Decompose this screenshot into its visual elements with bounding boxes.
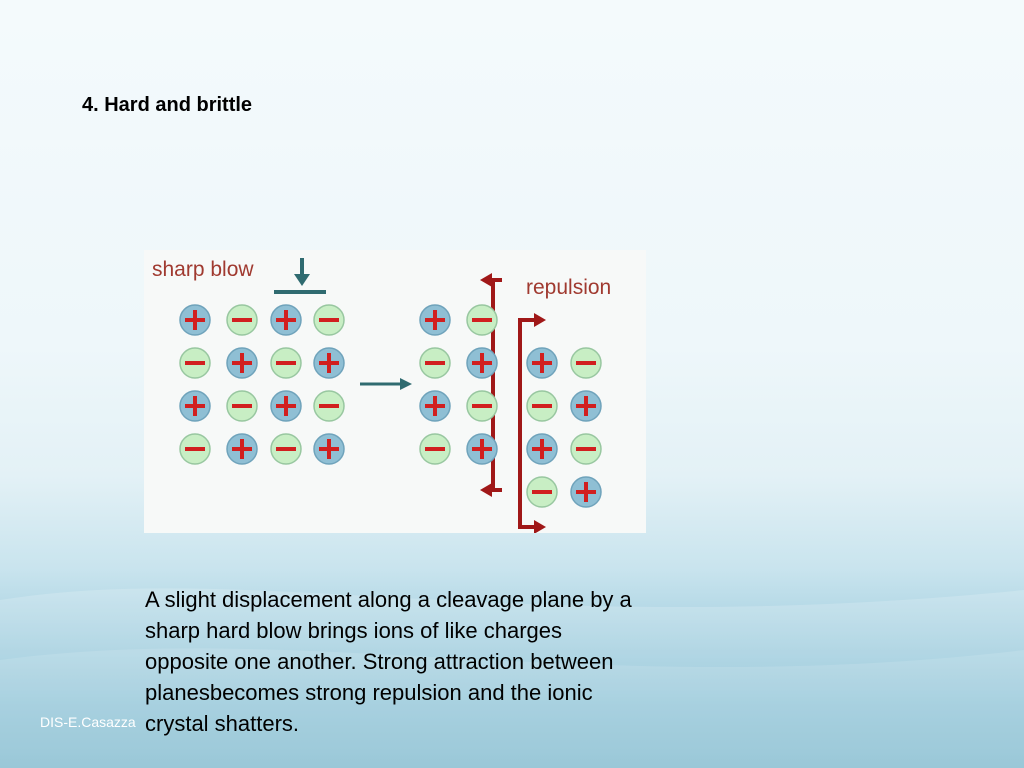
repulsion-label: repulsion	[526, 276, 611, 299]
repulsion-arrowhead-icon	[534, 313, 546, 327]
positive-ion-icon	[226, 433, 258, 465]
positive-ion-icon	[526, 347, 558, 379]
negative-ion-icon	[270, 433, 302, 465]
ionic-crystal-figure: sharp blow repulsion	[144, 250, 646, 534]
positive-ion-icon	[466, 347, 498, 379]
repulsion-arrowhead-icon	[480, 273, 492, 287]
negative-ion-icon	[526, 476, 558, 508]
positive-ion-icon	[179, 390, 211, 422]
negative-ion-icon	[313, 304, 345, 336]
negative-ion-icon	[179, 433, 211, 465]
positive-ion-icon	[570, 476, 602, 508]
caption-text: A slight displacement along a cleavage p…	[145, 587, 632, 736]
negative-ion-icon	[570, 347, 602, 379]
positive-ion-icon	[179, 304, 211, 336]
repulsion-arrowhead-icon	[480, 483, 492, 497]
sharp-blow-arrow-icon	[274, 258, 326, 294]
repulsion-arrows-icon	[491, 278, 535, 529]
negative-ion-icon	[526, 390, 558, 422]
negative-ion-icon	[226, 390, 258, 422]
slide-title: 4. Hard and brittle	[82, 94, 253, 116]
sharp-blow-label: sharp blow	[152, 258, 254, 281]
negative-ion-icon	[226, 304, 258, 336]
footer-author: DIS-E.Casazza	[40, 714, 136, 730]
positive-ion-icon	[270, 304, 302, 336]
positive-ion-icon	[226, 347, 258, 379]
negative-ion-icon	[466, 390, 498, 422]
negative-ion-icon	[570, 433, 602, 465]
positive-ion-icon	[526, 433, 558, 465]
positive-ion-icon	[313, 433, 345, 465]
negative-ion-icon	[419, 433, 451, 465]
negative-ion-icon	[466, 304, 498, 336]
repulsion-arrowhead-icon	[534, 520, 546, 534]
positive-ion-icon	[270, 390, 302, 422]
positive-ion-icon	[466, 433, 498, 465]
negative-ion-icon	[313, 390, 345, 422]
transition-arrow-icon	[360, 378, 412, 390]
ionic-crystal-diagram: sharp blow repulsion	[152, 258, 611, 534]
positive-ion-icon	[419, 304, 451, 336]
positive-ion-icon	[313, 347, 345, 379]
negative-ion-icon	[270, 347, 302, 379]
positive-ion-icon	[419, 390, 451, 422]
negative-ion-icon	[179, 347, 211, 379]
negative-ion-icon	[419, 347, 451, 379]
positive-ion-icon	[570, 390, 602, 422]
